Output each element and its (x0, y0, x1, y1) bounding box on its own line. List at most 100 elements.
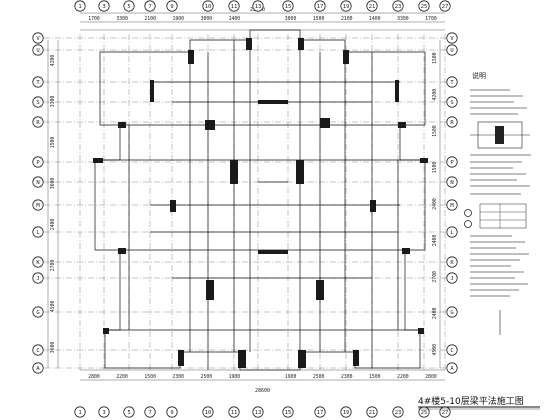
left-axis-label: P (36, 160, 40, 166)
bottom-axis-15: 15 (282, 406, 294, 418)
left-axis-P: P (32, 156, 44, 168)
left-dimension: 3300 (50, 96, 56, 108)
bottom-dimension: 1900 (285, 374, 297, 380)
bottom-dimension: 2500 (313, 374, 325, 380)
top-axis-label: 10 (205, 4, 212, 10)
top-axis-label: 25 (421, 4, 428, 10)
bottom-dimension: 2300 (341, 374, 353, 380)
right-axis-label: S (450, 100, 453, 106)
top-dimension: 1700 (425, 16, 437, 22)
left-axis-L: L (32, 226, 44, 238)
left-axis-label: C (36, 348, 39, 354)
right-axis-label: K (450, 260, 454, 266)
bottom-axis-label: 10 (205, 410, 212, 416)
right-dimension: 1500 (432, 52, 438, 64)
right-axis-label: R (450, 120, 454, 126)
shear-wall (320, 118, 330, 128)
top-axis-9: 9 (166, 0, 178, 12)
right-dimension: 2700 (432, 271, 438, 283)
top-axis-label: 19 (343, 4, 350, 10)
right-dimension: 2400 (432, 235, 438, 247)
bottom-axis-label: 9 (170, 410, 173, 416)
right-axis-label: G (450, 310, 453, 316)
right-axis-G: G (446, 306, 458, 318)
shear-wall (230, 160, 238, 184)
shear-wall (93, 158, 103, 163)
axis-grid-lines (44, 34, 446, 372)
right-axis-U: U (446, 44, 458, 56)
right-dimension: 4500 (432, 344, 438, 356)
right-axis-label: L (450, 230, 454, 236)
top-dimension: 1900 (172, 16, 184, 22)
shear-wall (118, 122, 126, 128)
right-dimension: 1500 (432, 125, 438, 137)
top-dimension: 1400 (229, 16, 241, 22)
bottom-axis-label: 21 (369, 410, 376, 416)
top-axis-10: 10 (202, 0, 214, 12)
top-dimension: 1500 (313, 16, 325, 22)
bottom-dimension: 2200 (397, 374, 409, 380)
left-axis-label: J (36, 276, 39, 282)
left-dimension: 4500 (50, 301, 56, 313)
top-axis-label: 13 (255, 4, 262, 10)
notes-panel: 说明 (464, 71, 531, 335)
bottom-axis-label: 13 (255, 410, 262, 416)
right-axis-J: J (446, 272, 458, 284)
shear-wall (258, 250, 288, 254)
left-dimension: 2400 (50, 219, 56, 231)
top-axis-7: 7 (144, 0, 156, 12)
drawing-title: 4#楼5-10层梁平法施工图 (418, 395, 524, 407)
left-dimension: 2700 (50, 260, 56, 272)
right-axis-A: A (446, 362, 458, 374)
right-axis-C: C (446, 344, 458, 356)
bottom-axis-label: 23 (395, 410, 402, 416)
right-axis-N: N (446, 176, 458, 188)
top-axis-27: 27 (439, 0, 451, 12)
right-axis-P: P (446, 156, 458, 168)
shear-wall (238, 350, 246, 368)
top-axis-3: 3 (98, 0, 110, 12)
top-dimension: 3300 (116, 16, 128, 22)
bottom-axis-25: 25 (418, 406, 430, 418)
left-dimension: 4200 (50, 55, 56, 67)
bottom-axis-23: 23 (392, 406, 404, 418)
top-axis-label: 5 (127, 4, 130, 10)
right-axis-M: M (446, 199, 458, 211)
top-axis-1: 1 (74, 0, 86, 12)
left-dimension: 3600 (50, 342, 56, 354)
bottom-axis-1: 1 (74, 406, 86, 418)
top-axis-label: 15 (285, 4, 292, 10)
top-axis-label: 7 (148, 4, 151, 10)
top-axis-25: 25 (418, 0, 430, 12)
bottom-dimension: 2500 (201, 374, 213, 380)
bottom-total-dimension: 28600 (255, 388, 270, 394)
left-axis-N: N (32, 176, 44, 188)
top-axis-13: 13 (252, 0, 264, 12)
top-dimension: 1700 (88, 16, 100, 22)
top-axis-label: 11 (231, 4, 238, 10)
left-axis-T: T (32, 76, 44, 88)
top-axis-label: 3 (102, 4, 105, 10)
shear-wall (298, 38, 304, 50)
bottom-axis-27: 27 (439, 406, 451, 418)
shear-wall (298, 350, 306, 368)
bottom-axis-label: 25 (421, 410, 428, 416)
right-dimension: 4200 (432, 89, 438, 101)
right-axis-label: P (450, 160, 454, 166)
left-axis-V: V (32, 32, 44, 44)
left-axis-label: M (36, 203, 40, 209)
top-dimension: 3000 (201, 16, 213, 22)
left-axis-J: J (32, 272, 44, 284)
right-axis-T: T (446, 76, 458, 88)
bottom-axis-label: 3 (102, 410, 105, 416)
shear-wall (402, 248, 410, 254)
left-dimension: 3600 (50, 178, 56, 190)
right-axis-label: V (450, 36, 454, 42)
shear-wall (258, 100, 288, 104)
left-axis-U: U (32, 44, 44, 56)
shear-wall (178, 350, 184, 366)
